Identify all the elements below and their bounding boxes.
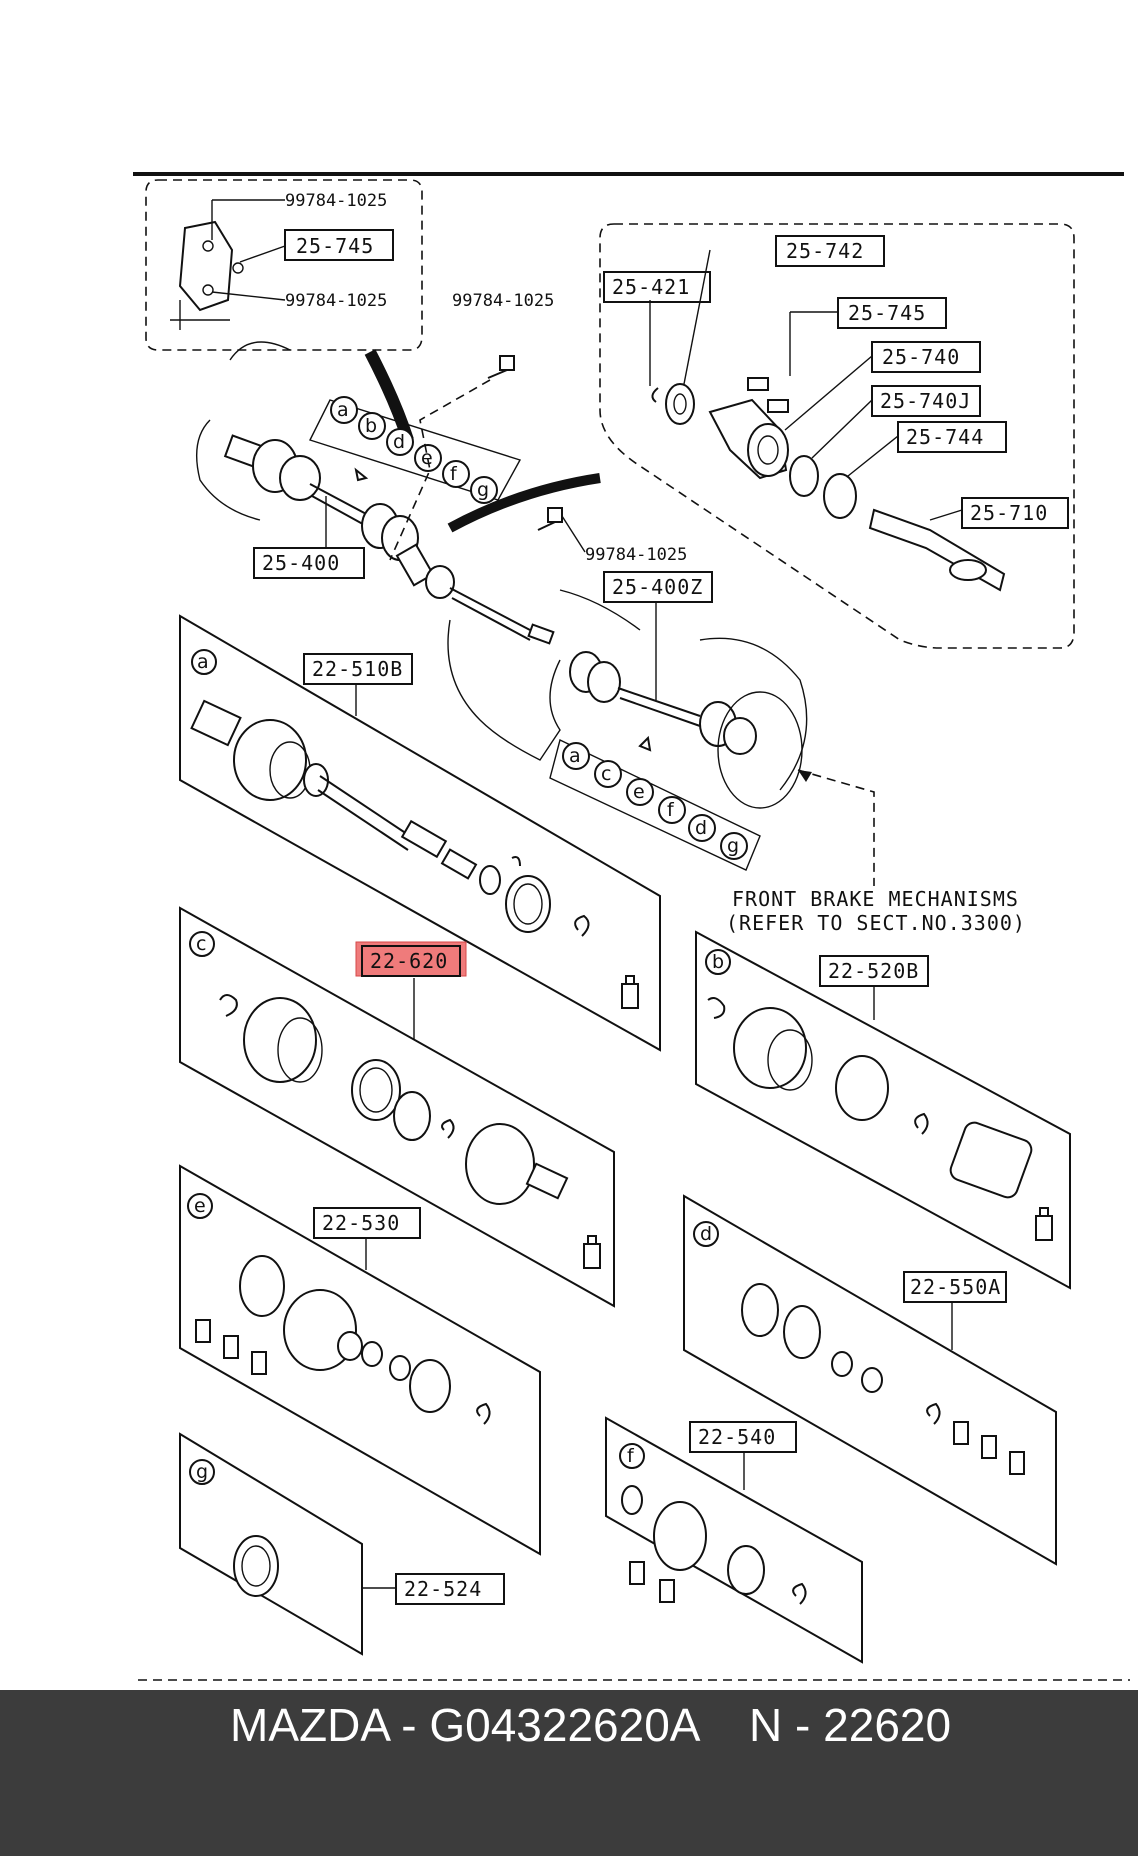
callout-left-3: e — [414, 444, 442, 472]
inset-mount-bracket: 99784-1025 25-745 99784-1025 — [145, 179, 423, 351]
brake-note: FRONT BRAKE MECHANISMS (REFER TO SECT.NO… — [726, 887, 1026, 935]
svg-text:a: a — [569, 745, 581, 767]
svg-text:g: g — [477, 479, 489, 501]
svg-text:b: b — [712, 951, 724, 973]
panel-g: g 22-524 — [179, 1432, 505, 1656]
label-kit-b: 22-520B — [828, 959, 919, 983]
panel-f: f 22-540 — [605, 1416, 863, 1664]
panel-c: c 22-620 — [179, 906, 615, 1308]
label-kit-e: 22-530 — [322, 1211, 400, 1235]
drive-shaft-left: 25-400 — [195, 341, 555, 645]
panel-e: e 22-530 — [179, 1164, 541, 1556]
panel-b: b 22-520B — [695, 930, 1071, 1290]
svg-text:g: g — [727, 835, 739, 857]
label-shaft-right: 25-400Z — [612, 575, 703, 599]
label-seal: 25-744 — [906, 425, 984, 449]
driveshaft-parts-diagram: 99784-1025 25-745 99784-1025 99784-1025 … — [133, 172, 1130, 1681]
label-kit-f: 22-540 — [698, 1425, 776, 1449]
callout-left-4: f — [442, 460, 470, 488]
bolt-lower-icon — [537, 507, 586, 553]
drive-shaft-right: 25-400Z — [569, 571, 808, 809]
callout-right-0: a — [562, 742, 590, 770]
svg-text:a: a — [197, 651, 209, 673]
svg-text:e: e — [194, 1195, 206, 1217]
callout-strip-right: a c e f d g — [549, 739, 761, 871]
callout-strip-left: a b d e f g — [309, 396, 522, 504]
svg-text:b: b — [365, 415, 377, 437]
label-clip: 25-421 — [612, 275, 690, 299]
svg-text:c: c — [196, 933, 206, 955]
label-bearing: 25-740J — [880, 389, 971, 413]
label-bearing-housing: 25-740 — [882, 345, 960, 369]
svg-text:d: d — [393, 431, 405, 453]
highlight-kit-c — [355, 941, 467, 977]
label-bolt-set: 25-745 — [848, 301, 926, 325]
label-bolt-lower: 99784-1025 — [585, 545, 687, 565]
callout-left-0: a — [330, 396, 358, 424]
callout-right-5: g — [720, 832, 748, 860]
svg-text:f: f — [667, 799, 675, 821]
callout-right-3: f — [658, 796, 686, 824]
callout-right-4: d — [688, 814, 716, 842]
label-washer: 25-742 — [786, 239, 864, 263]
bolt-mid-icon — [487, 355, 515, 379]
label-kit-a: 22-510B — [312, 657, 403, 681]
callout-left-1: b — [358, 412, 386, 440]
svg-text:f: f — [450, 463, 458, 485]
inset-bearing-assembly: 25-421 25-742 25-745 25-740 25-740J 25-7… — [599, 223, 1075, 649]
label-bolt-top-1: 99784-1025 — [285, 191, 387, 211]
svg-text:c: c — [601, 763, 611, 785]
svg-text:e: e — [633, 781, 645, 803]
callout-left-5: g — [470, 476, 498, 504]
part-number-caption: MAZDA - G04322620A N - 22620 — [230, 1699, 952, 1751]
label-kit-g: 22-524 — [404, 1577, 482, 1601]
caption-bar — [0, 1690, 1138, 1856]
label-shaft-left: 25-400 — [262, 551, 340, 575]
brake-note-line1: FRONT BRAKE MECHANISMS — [732, 887, 1019, 911]
label-bolt-mid: 99784-1025 — [452, 291, 554, 311]
svg-text:a: a — [337, 399, 349, 421]
svg-text:f: f — [627, 1445, 635, 1467]
svg-text:g: g — [196, 1461, 208, 1483]
label-kit-d: 22-550A — [910, 1275, 1001, 1299]
svg-text:d: d — [695, 817, 707, 839]
label-bracket-ref: 25-745 — [296, 234, 374, 258]
label-bolt-top-2: 99784-1025 — [285, 291, 387, 311]
callout-right-1: c — [594, 760, 622, 788]
panel-a: a 22-510B — [179, 614, 661, 1052]
label-kit-c: 22-620 — [370, 949, 448, 973]
label-shaft-joint: 25-710 — [970, 501, 1048, 525]
svg-text:e: e — [421, 447, 433, 469]
panel-d: d 22-550A — [683, 1194, 1057, 1566]
callout-right-2: e — [626, 778, 654, 806]
callout-left-2: d — [386, 428, 414, 456]
svg-text:d: d — [700, 1223, 712, 1245]
brake-note-line2: (REFER TO SECT.NO.3300) — [726, 911, 1026, 935]
